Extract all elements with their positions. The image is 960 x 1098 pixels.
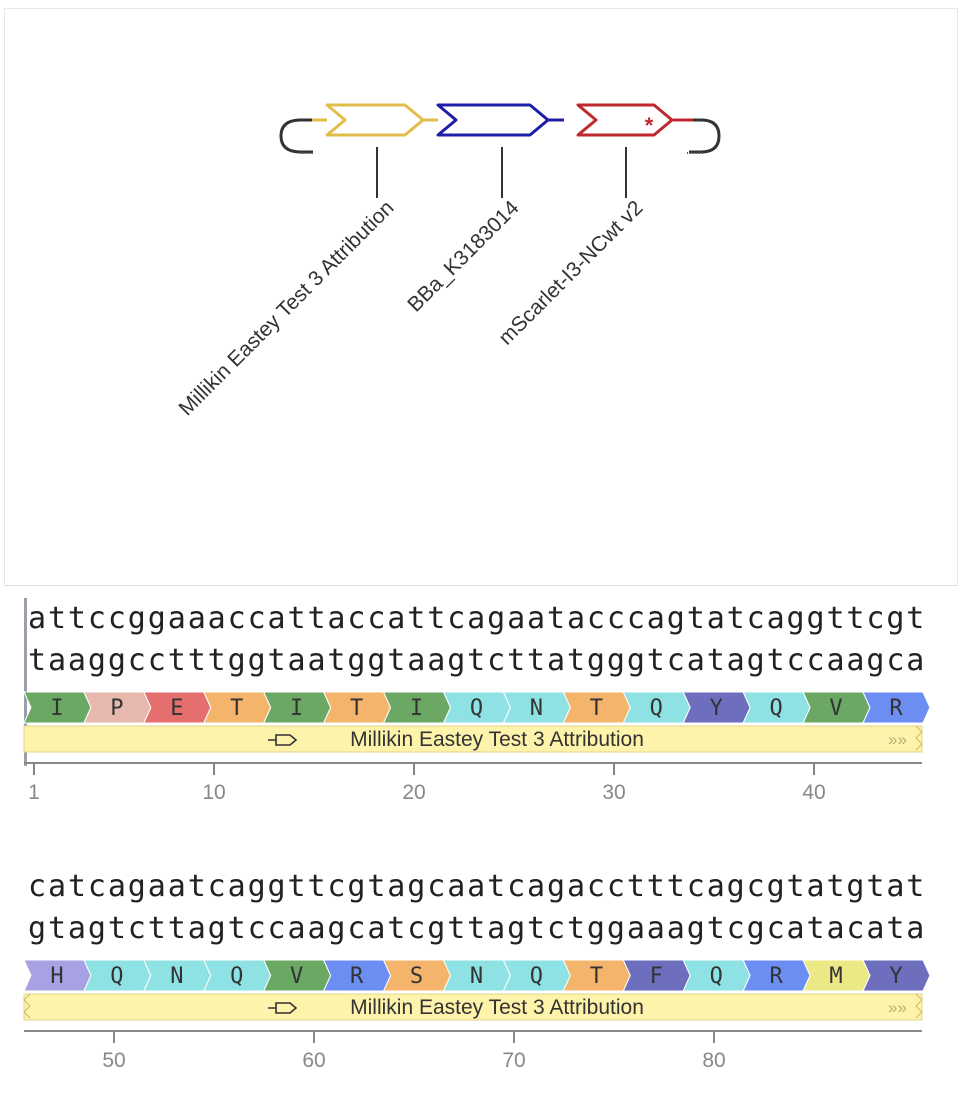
sequence-row-2: catcagaatcaggttcgtagcaatcagacctttcagcgta… xyxy=(0,863,960,1083)
annotation-track-1: I P E T I T I Q N T Q Y Q V R »» Millikin Eastey Test 3 … xyxy=(23,691,931,804)
amino-acid-letter: N xyxy=(470,964,483,989)
amino-acid-Y[interactable]: Y xyxy=(862,959,931,992)
amino-acid-Q[interactable]: Q xyxy=(742,691,811,724)
amino-acid-I[interactable]: I xyxy=(262,691,332,724)
amino-acid-R[interactable]: R xyxy=(742,959,811,992)
amino-acid-letter: N xyxy=(170,964,183,989)
amino-acid-letter: Q xyxy=(650,696,663,721)
ruler-tick-label: 30 xyxy=(602,781,625,804)
amino-acid-P[interactable]: P xyxy=(83,691,152,724)
amino-acid-letter: V xyxy=(290,964,303,989)
amino-acid-letter: R xyxy=(350,964,364,989)
amino-acid-Q[interactable]: Q xyxy=(442,691,511,724)
amino-acid-I[interactable]: I xyxy=(382,691,452,724)
amino-acid-letter: Q xyxy=(470,696,483,721)
amino-acid-letter: P xyxy=(110,696,123,721)
amino-acid-letter: Q xyxy=(230,964,243,989)
ruler-tick-label: 70 xyxy=(502,1049,525,1072)
feature-bar[interactable]: »» Millikin Eastey Test 3 Attribution xyxy=(23,993,923,1021)
amino-acid-letter: F xyxy=(650,964,663,989)
amino-acid-letter: Q xyxy=(710,964,723,989)
amino-acid-E[interactable]: E xyxy=(143,691,212,724)
amino-acid-M[interactable]: M xyxy=(802,959,871,992)
amino-acid-letter: Y xyxy=(710,696,723,721)
direction-chevrons-icon: »» xyxy=(888,730,907,749)
position-ruler: 1 10 20 30 40 xyxy=(24,762,922,804)
ruler-tick-label: 50 xyxy=(102,1049,125,1072)
sequence-row-1: attccggaaaccattaccattcagaatacccagtatcagg… xyxy=(0,595,960,815)
amino-acid-I[interactable]: I xyxy=(23,691,92,724)
amino-acid-letter: I xyxy=(50,696,63,721)
forward-strand: catcagaatcaggttcgtagcaatcagacctttcagcgta… xyxy=(28,869,927,904)
part-glyph-bba[interactable]: BBa_K3183014 xyxy=(403,103,550,317)
amino-acid-H[interactable]: H xyxy=(23,959,92,992)
amino-acid-N[interactable]: N xyxy=(442,959,511,992)
amino-acid-letter: T xyxy=(350,696,363,721)
reverse-strand: gtagtcttagtccaagcatcgttagtctggaaagtcgcat… xyxy=(28,911,927,946)
amino-acid-Y[interactable]: Y xyxy=(682,691,751,724)
ruler-tick-label: 40 xyxy=(802,781,825,804)
ruler-tick-label: 80 xyxy=(702,1049,725,1072)
backbone-left-end xyxy=(279,118,313,154)
part-label-bba: BBa_K3183014 xyxy=(403,196,524,317)
amino-acid-N[interactable]: N xyxy=(502,691,571,724)
amino-acid-letter: I xyxy=(410,696,423,721)
direction-chevrons-icon: »» xyxy=(888,998,907,1017)
amino-acid-T[interactable]: T xyxy=(562,959,631,992)
part-map: Millikin Eastey Test 3 Attribution BBa_K… xyxy=(175,103,721,420)
annotation-track-2: H Q N Q V R S N Q T F Q R M Y »» Millikin Eastey Test 3 … xyxy=(23,959,931,1072)
amino-acid-Q[interactable]: Q xyxy=(622,691,691,724)
amino-acid-letter: V xyxy=(829,696,842,721)
amino-acid-Q[interactable]: Q xyxy=(203,959,272,992)
amino-acid-letter: T xyxy=(590,696,603,721)
stop-codon-mark: * xyxy=(645,113,654,138)
amino-acid-R[interactable]: R xyxy=(862,691,931,724)
amino-acid-letter: Q xyxy=(530,964,543,989)
ruler-tick-label: 20 xyxy=(402,781,425,804)
ruler-tick-label: 1 xyxy=(28,781,40,804)
part-map-panel: Millikin Eastey Test 3 Attribution BBa_K… xyxy=(4,8,958,586)
feature-label: Millikin Eastey Test 3 Attribution xyxy=(350,728,644,751)
amino-acid-letter: H xyxy=(50,964,63,989)
amino-acid-N[interactable]: N xyxy=(143,959,212,992)
amino-acid-Q[interactable]: Q xyxy=(682,959,751,992)
amino-acid-letter: R xyxy=(770,964,784,989)
amino-acid-letter: Q xyxy=(110,964,123,989)
amino-acid-letter: N xyxy=(530,696,543,721)
position-ruler: 50 60 70 80 xyxy=(24,1030,922,1072)
ruler-tick-label: 60 xyxy=(302,1049,325,1072)
amino-acid-letter: E xyxy=(170,696,183,721)
amino-acid-T[interactable]: T xyxy=(203,691,272,724)
amino-acid-letter: Y xyxy=(889,964,902,989)
forward-strand: attccggaaaccattaccattcagaatacccagtatcagg… xyxy=(28,601,927,636)
part-glyph-mscarlet[interactable]: * mScarlet-I3-NCwt v2 xyxy=(494,103,674,350)
amino-acid-V[interactable]: V xyxy=(262,959,332,992)
amino-acid-letter: Q xyxy=(770,696,783,721)
amino-acid-R[interactable]: R xyxy=(322,959,392,992)
amino-acid-Q[interactable]: Q xyxy=(502,959,571,992)
part-label-mscarlet: mScarlet-I3-NCwt v2 xyxy=(494,196,647,349)
backbone-right-end xyxy=(689,118,721,154)
feature-label: Millikin Eastey Test 3 Attribution xyxy=(350,996,644,1019)
amino-acid-T[interactable]: T xyxy=(322,691,392,724)
feature-bar[interactable]: »» Millikin Eastey Test 3 Attribution xyxy=(23,725,923,753)
reverse-strand: taaggcctttggtaatggtaagtcttatgggtcatagtcc… xyxy=(28,643,927,678)
selection-cursor[interactable] xyxy=(24,598,27,766)
amino-acid-letter: T xyxy=(230,696,243,721)
feature-type-icon xyxy=(268,734,298,746)
amino-acid-F[interactable]: F xyxy=(622,959,691,992)
amino-acid-Q[interactable]: Q xyxy=(83,959,152,992)
amino-acid-letter: M xyxy=(829,964,842,989)
part-label-millikin: Millikin Eastey Test 3 Attribution xyxy=(175,196,399,420)
amino-acid-V[interactable]: V xyxy=(802,691,871,724)
amino-acid-letter: T xyxy=(590,964,603,989)
amino-acid-letter: S xyxy=(410,964,423,989)
amino-acid-S[interactable]: S xyxy=(382,959,452,992)
amino-acid-letter: I xyxy=(290,696,303,721)
amino-acid-letter: R xyxy=(889,696,903,721)
amino-acid-T[interactable]: T xyxy=(562,691,631,724)
ruler-tick-label: 10 xyxy=(202,781,225,804)
feature-type-icon xyxy=(268,1002,298,1014)
